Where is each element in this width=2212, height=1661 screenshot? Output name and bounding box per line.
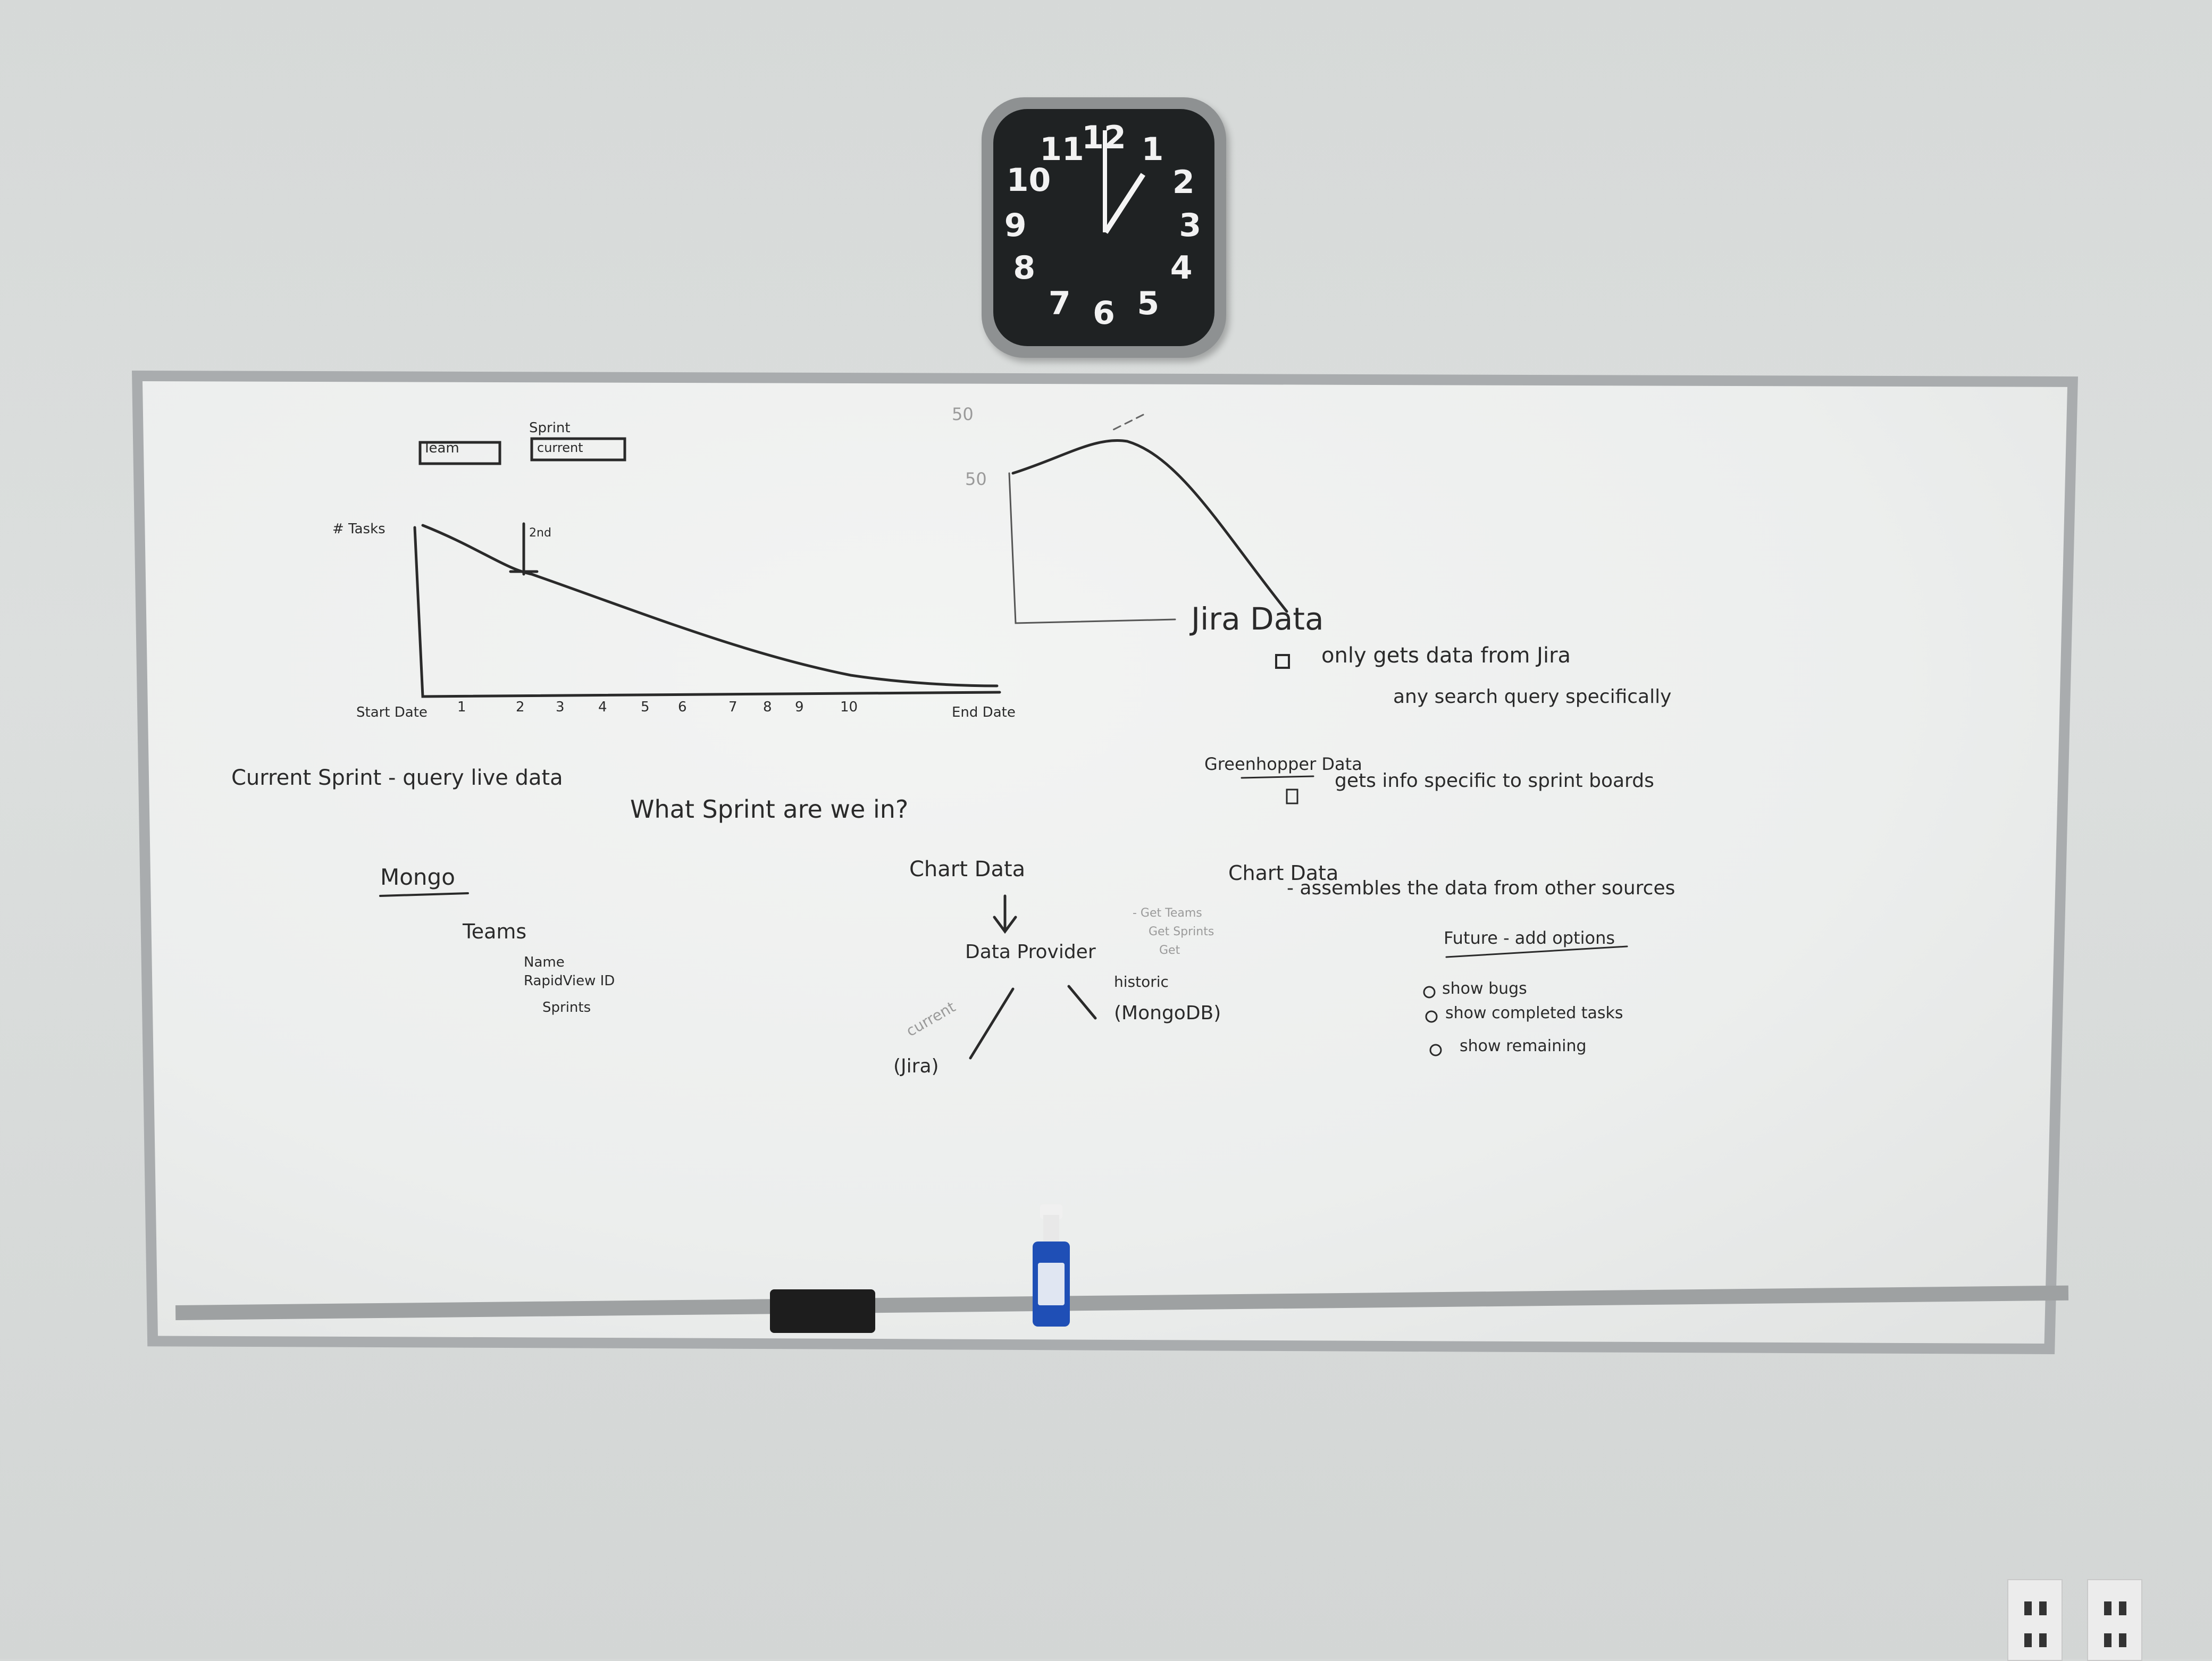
sprint-dropdown-value: current xyxy=(537,440,583,455)
second-chart-y-tick: 50 xyxy=(965,469,987,489)
diagram-chart-data: Chart Data xyxy=(909,857,1026,882)
burndown-y-label: # Tasks xyxy=(332,521,386,537)
jira-line-1: only gets data from Jira xyxy=(1321,643,1571,668)
x-tick: 2 xyxy=(516,699,525,715)
team-dropdown-label: Team xyxy=(423,440,459,456)
clock-numeral-3: 3 xyxy=(1179,206,1202,244)
burndown-marker xyxy=(509,522,539,576)
x-tick: 8 xyxy=(763,699,772,715)
chartdata-right-title: Chart Data xyxy=(1228,861,1339,885)
second-chart-dashed xyxy=(1110,414,1144,432)
provider-note-2: Get Sprints xyxy=(1149,925,1214,938)
sprint-dropdown-label: Sprint xyxy=(529,420,571,436)
mongo-field-rapidview: RapidView ID xyxy=(524,973,615,989)
whiteboard-eraser xyxy=(770,1289,875,1333)
second-chart-axes xyxy=(1008,472,1176,624)
x-tick: 5 xyxy=(641,699,650,715)
option-bullet-3 xyxy=(1429,1044,1442,1056)
jira-checkbox xyxy=(1275,654,1290,669)
burndown-marker-label: 2nd xyxy=(529,526,551,540)
second-chart-y-top: 50 xyxy=(952,404,974,424)
clock-numeral-4: 4 xyxy=(1170,249,1193,287)
greenhopper-underline xyxy=(1241,775,1314,779)
x-tick: 9 xyxy=(795,699,804,715)
future-title: Future - add options xyxy=(1444,928,1615,948)
clock-numeral-7: 7 xyxy=(1048,284,1071,322)
future-option-1: show bugs xyxy=(1442,979,1527,998)
sprint-question: What Sprint are we in? xyxy=(630,795,909,824)
jira-line-2: any search query specifically xyxy=(1393,686,1672,708)
whiteboard xyxy=(143,381,2067,1344)
clock-numeral-5: 5 xyxy=(1137,284,1160,322)
clock-numeral-10: 10 xyxy=(1006,161,1051,199)
mongo-title: Mongo xyxy=(380,864,455,890)
clock-minute-hand xyxy=(1103,130,1107,232)
option-bullet-2 xyxy=(1425,1010,1438,1023)
second-chart-curve xyxy=(1011,439,1288,613)
branch-right xyxy=(1067,985,1097,1020)
x-tick: 3 xyxy=(556,699,565,715)
x-tick: 6 xyxy=(678,699,687,715)
team-dropdown-box xyxy=(418,441,501,465)
mongo-field-name: Name xyxy=(524,954,565,970)
x-tick: 1 xyxy=(457,699,466,715)
wall-clock: 12 1 2 3 4 5 6 7 8 9 10 11 xyxy=(982,97,1226,358)
burndown-curve xyxy=(421,524,999,687)
mongo-field-sprints: Sprints xyxy=(542,1000,591,1016)
sprint-dropdown-box xyxy=(530,437,626,462)
burndown-x-start: Start Date xyxy=(356,704,428,720)
branch-left xyxy=(969,987,1015,1060)
current-sprint-note: Current Sprint - query live data xyxy=(231,766,563,790)
diagram-data-provider: Data Provider xyxy=(965,941,1096,963)
provider-note-1: - Get Teams xyxy=(1133,907,1202,920)
cleaner-spray-bottle xyxy=(1033,1204,1070,1327)
option-bullet-1 xyxy=(1423,986,1436,999)
mongo-teams: Teams xyxy=(463,920,527,943)
wall-outlet-right xyxy=(2087,1579,2142,1661)
future-option-2: show completed tasks xyxy=(1445,1004,1623,1022)
clock-numeral-9: 9 xyxy=(1004,206,1027,244)
future-option-3: show remaining xyxy=(1460,1037,1587,1055)
clock-numeral-8: 8 xyxy=(1013,249,1036,287)
greenhopper-checkbox xyxy=(1286,788,1298,804)
greenhopper-title: Greenhopper Data xyxy=(1204,754,1362,774)
burndown-axes xyxy=(413,526,1001,698)
chartdata-arrow xyxy=(993,894,1017,934)
diagram-left-node: (Jira) xyxy=(893,1055,939,1077)
x-tick: 10 xyxy=(840,699,858,715)
diagram-right-label: historic xyxy=(1114,973,1169,991)
burndown-x-end: End Date xyxy=(952,704,1016,720)
clock-numeral-1: 1 xyxy=(1141,130,1164,168)
clock-face: 12 1 2 3 4 5 6 7 8 9 10 11 xyxy=(993,109,1214,346)
mongo-underline xyxy=(379,892,469,897)
clock-numeral-6: 6 xyxy=(1093,294,1115,332)
x-tick: 4 xyxy=(598,699,607,715)
x-tick: 7 xyxy=(728,699,738,715)
clock-numeral-2: 2 xyxy=(1172,164,1195,202)
greenhopper-line-1: gets info specific to sprint boards xyxy=(1335,770,1654,792)
chartdata-right-line-1: - assembles the data from other sources xyxy=(1287,877,1675,899)
future-underline xyxy=(1445,945,1628,958)
jira-title: Jira Data xyxy=(1191,601,1324,637)
clock-numeral-11: 11 xyxy=(1040,130,1084,168)
wall-outlet-left xyxy=(2007,1579,2063,1661)
diagram-right-node: (MongoDB) xyxy=(1114,1002,1221,1024)
provider-note-3: Get xyxy=(1159,944,1180,957)
